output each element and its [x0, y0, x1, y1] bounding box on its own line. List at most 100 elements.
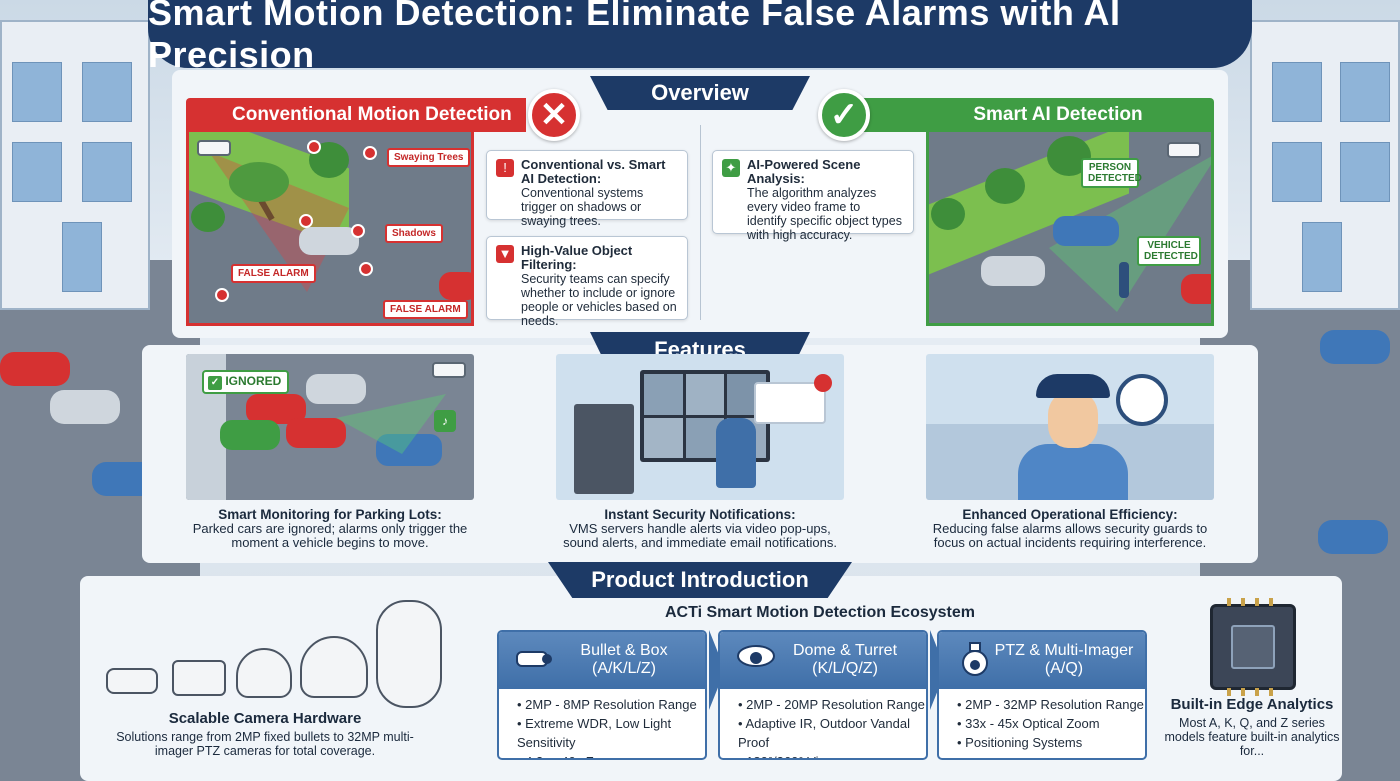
feature-body: Parked cars are ignored; alarms only tri… [192, 521, 468, 550]
x-icon: ✕ [528, 89, 580, 141]
security-camera-icon [1167, 142, 1201, 158]
title-banner: Smart Motion Detection: Eliminate False … [148, 0, 1252, 75]
product-name: PTZ & Multi-Imager [994, 642, 1134, 659]
background-car [0, 352, 70, 386]
shadows-label: Shadows [385, 224, 443, 243]
feature-text: Instant Security Notifications: VMS serv… [550, 508, 850, 550]
dome-camera-icon [236, 648, 292, 698]
warning-icon [363, 146, 377, 160]
operator-figure [716, 418, 756, 488]
filter-icon: ▼ [496, 245, 514, 263]
feature-body: VMS servers handle alerts via video pop-… [563, 521, 837, 550]
feature-title: Enhanced Operational Efficiency: [962, 507, 1178, 522]
spec-item: Adaptive IR, Outdoor Vandal Proof [738, 714, 926, 752]
feature-text: Enhanced Operational Efficiency: Reducin… [920, 508, 1220, 550]
clock-icon [1116, 374, 1168, 426]
product-series: (A/K/L/Z) [591, 660, 656, 677]
product-series: (K/L/Q/Z) [812, 660, 878, 677]
person-detected-label: PERSON DETECTED [1081, 158, 1142, 188]
smart-header: Smart AI Detection [862, 98, 1214, 132]
spec-item: 2MP - 8MP Resolution Range [517, 695, 705, 714]
warning-icon [351, 224, 365, 238]
product-series: (A/Q) [1044, 660, 1084, 677]
feature-title: Smart Monitoring for Parking Lots: [218, 507, 442, 522]
person-figure [1119, 262, 1129, 298]
email-popup [754, 382, 826, 424]
feature-title: Instant Security Notifications: [604, 507, 796, 522]
ecosystem-title: ACTi Smart Motion Detection Ecosystem [665, 604, 975, 621]
spec-item: 33x - 45x Optical Zoom [957, 714, 1145, 733]
processor-chip-icon [1210, 598, 1296, 696]
hardware-body: Solutions range from 2MP fixed bullets t… [116, 730, 414, 758]
feature-body: Reducing false alarms allows security gu… [932, 521, 1208, 550]
background-car [1318, 520, 1388, 554]
ptz-camera-icon [953, 642, 997, 676]
notification-icon [814, 374, 832, 392]
video-wall [640, 370, 770, 462]
product-tab: Product Introduction [548, 562, 852, 598]
product-column-dome: Dome & Turret (K/L/Q/Z) 2MP - 20MP Resol… [718, 630, 928, 760]
hardware-text: Scalable Camera Hardware Solutions range… [100, 710, 430, 758]
edge-analytics-text: Built-in Edge Analytics Most A, K, Q, an… [1162, 696, 1342, 758]
card-body: Conventional systems trigger on shadows … [521, 186, 644, 228]
box-camera-icon [172, 660, 226, 696]
left-building [0, 20, 150, 310]
right-building [1250, 20, 1400, 310]
swaying-trees-label: Swaying Trees [387, 148, 471, 167]
card-body: Security teams can specify whether to in… [521, 272, 677, 328]
vehicle-detected-label: VEHICLE DETECTED [1137, 236, 1201, 266]
overview-card: ! Conventional vs. Smart AI Detection: C… [486, 150, 688, 228]
ignored-badge: ✓ IGNORED [202, 370, 290, 394]
guard-image [926, 354, 1214, 500]
security-camera-icon [432, 362, 466, 378]
page-title: Smart Motion Detection: Eliminate False … [148, 0, 1121, 75]
conventional-scene: Swaying Trees Shadows FALSE ALARM FALSE … [186, 132, 474, 326]
overview-card: ✦ AI-Powered Scene Analysis: The algorit… [712, 150, 914, 242]
background-car [50, 390, 120, 424]
product-column-bullet: Bullet & Box (A/K/L/Z) 2MP - 8MP Resolut… [497, 630, 707, 760]
ignored-label: IGNORED [225, 374, 282, 388]
spec-item: 4.3x - 40x Zoom [517, 752, 705, 758]
feature-text: Smart Monitoring for Parking Lots: Parke… [180, 508, 480, 550]
overview-divider [700, 125, 701, 320]
overview-tab: Overview [590, 76, 810, 110]
smart-scene: PERSON DETECTED VEHICLE DETECTED [926, 132, 1214, 326]
alarm-icon: ! [496, 159, 514, 177]
dome-camera-icon [734, 642, 778, 676]
card-body: The algorithm analyzes every video frame… [747, 186, 902, 242]
bullet-camera-icon [513, 642, 557, 676]
false-alarm-label: FALSE ALARM [383, 300, 468, 319]
bullet-camera-icon [106, 668, 158, 694]
security-room-image [556, 354, 844, 500]
turret-camera-icon [300, 636, 368, 698]
parking-lot-image: ♪ ✓ IGNORED [186, 354, 474, 500]
warning-icon [359, 262, 373, 276]
spec-item: Extreme WDR, Low Light Sensitivity [517, 714, 705, 752]
spec-item: Positioning Systems [957, 733, 1145, 752]
check-icon: ✓ [208, 376, 222, 390]
warning-icon [307, 140, 321, 154]
edge-body: Most A, K, Q, and Z series models featur… [1164, 716, 1340, 758]
card-title: AI-Powered Scene Analysis: [747, 157, 861, 186]
product-name: Dome & Turret [792, 642, 898, 659]
warning-icon [299, 214, 313, 228]
spec-item: 2MP - 20MP Resolution Range [738, 695, 926, 714]
ptz-camera-icon [376, 600, 442, 708]
product-column-ptz: PTZ & Multi-Imager (A/Q) 2MP - 32MP Reso… [937, 630, 1147, 760]
spec-item: 180°/360° Views [738, 752, 926, 758]
false-alarm-label: FALSE ALARM [231, 264, 316, 283]
conventional-header: Conventional Motion Detection [186, 98, 526, 132]
card-title: Conventional vs. Smart AI Detection: [521, 157, 666, 186]
server-icon [574, 404, 634, 494]
spec-item: 2MP - 32MP Resolution Range [957, 695, 1145, 714]
overview-card: ▼ High-Value Object Filtering: Security … [486, 236, 688, 328]
hardware-title: Scalable Camera Hardware [168, 710, 362, 727]
security-camera-icon [197, 140, 231, 156]
guard-figure [1018, 444, 1128, 500]
lightbulb-icon: ✦ [722, 159, 740, 177]
checkmark-icon: ✓ [818, 89, 870, 141]
card-title: High-Value Object Filtering: [521, 243, 633, 272]
background-car [1320, 330, 1390, 364]
edge-title: Built-in Edge Analytics [1170, 696, 1334, 713]
bell-icon: ♪ [434, 410, 456, 432]
